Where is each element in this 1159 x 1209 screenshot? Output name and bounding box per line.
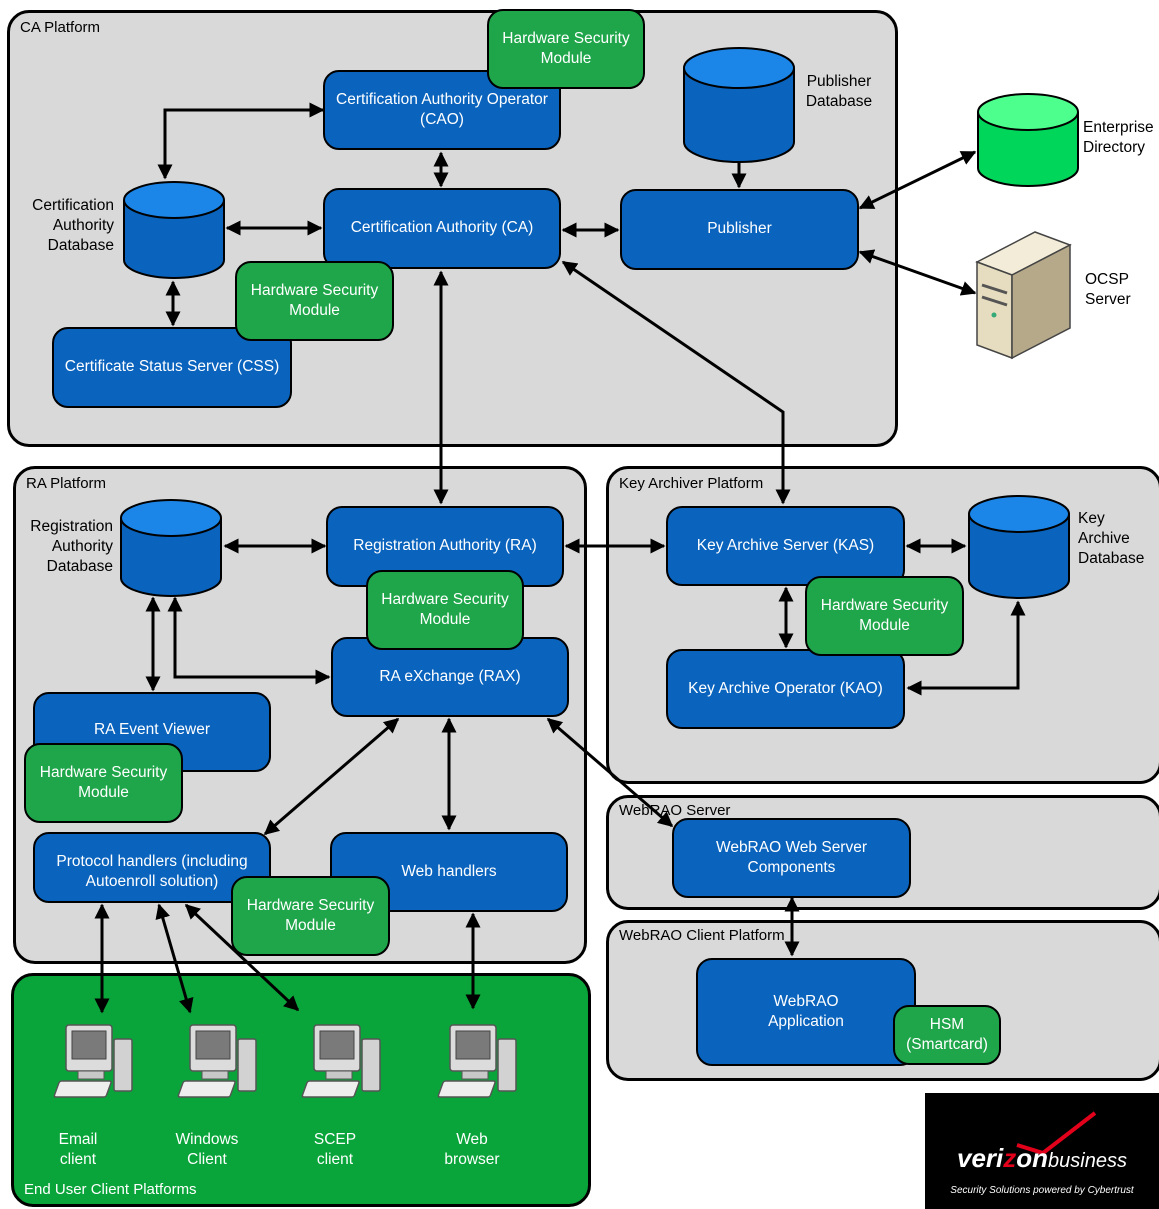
verizon-business-logo: verizonbusiness Security Solutions power…: [925, 1093, 1159, 1209]
ra-node-label: Registration Authority (RA): [353, 537, 537, 555]
protocol-handlers-label: Protocol handlers (including Autoenroll …: [56, 853, 248, 891]
ra-database-icon: [120, 499, 222, 597]
logo-brand-z: z: [1003, 1143, 1017, 1173]
ca-platform-label: CA Platform: [20, 19, 101, 36]
enterprise-directory-label: Enterprise Directory: [1083, 119, 1154, 157]
email-client-label: Email client: [58, 1131, 98, 1169]
ca-database-icon: [123, 181, 225, 279]
ca-hsm-label: Hardware Security Module: [250, 281, 379, 319]
handlers-hsm-label: Hardware Security Module: [246, 896, 375, 934]
ra-hsm-label: Hardware Security Module: [381, 590, 509, 628]
windows-client-pc-icon: [177, 1024, 257, 1098]
event-viewer-hsm-label: Hardware Security Module: [39, 763, 168, 801]
logo-wordmark: verizonbusiness: [925, 1143, 1159, 1174]
kas-node-label: Key Archive Server (KAS): [696, 536, 875, 554]
web-handlers-label: Web handlers: [401, 862, 497, 880]
publisher-database-label: Publisher Database: [805, 73, 873, 111]
edge-rax-webrao: [546, 717, 674, 828]
scep-client-label: SCEP client: [313, 1131, 357, 1169]
logo-brand-business: business: [1048, 1150, 1127, 1172]
edge-protocol-windows: [155, 903, 194, 1014]
windows-client-label: Windows Client: [175, 1131, 239, 1169]
kas-node: Key Archive Server (KAS): [666, 506, 905, 586]
key-archive-database-icon: [968, 495, 1070, 599]
ca-node-label: Certification Authority (CA): [350, 219, 534, 237]
cao-hsm-label: Hardware Security Module: [502, 29, 630, 67]
ra-platform-label: RA Platform: [26, 475, 107, 492]
ca-hsm-node: Hardware Security Module: [235, 261, 394, 341]
edge-rax-protocol: [263, 717, 400, 836]
edge-publisher-ocsp: [858, 249, 977, 296]
key-archive-database-label: Key Archive Database: [1078, 510, 1145, 568]
cao-node-label: Certification Authority Operator (CAO): [336, 90, 548, 128]
webrao-client-label: WebRAO Client Platform: [619, 927, 785, 944]
edge-cao-cadb: [157, 102, 325, 180]
email-client-pc-icon: [53, 1024, 133, 1098]
smartcard-hsm-label: HSM (Smartcard): [906, 1015, 988, 1053]
webrao-application-label: WebRAO Application: [768, 993, 844, 1031]
edge-radb-rax: [167, 596, 331, 685]
edge-publisher-dir: [858, 150, 977, 210]
publisher-node-label: Publisher: [707, 220, 772, 238]
logo-brand-suffix: on: [1016, 1143, 1049, 1173]
ocsp-server-icon: [975, 231, 1072, 360]
cao-hsm-node: Hardware Security Module: [487, 9, 645, 89]
smartcard-hsm-node: HSM (Smartcard): [893, 1005, 1001, 1065]
logo-brand-prefix: veri: [957, 1143, 1004, 1173]
edge-protocol-scep: [184, 903, 300, 1012]
scep-client-pc-icon: [301, 1024, 381, 1098]
publisher-node: Publisher: [620, 189, 859, 270]
ka-hsm-label: Hardware Security Module: [820, 596, 949, 634]
web-browser-pc-icon: [437, 1024, 517, 1098]
css-node-label: Certificate Status Server (CSS): [64, 358, 280, 376]
logo-check-icon: [1016, 1111, 1097, 1156]
ocsp-server-label: OCSP Server: [1085, 271, 1131, 309]
webrao-web-server-node: WebRAO Web Server Components: [672, 818, 911, 898]
ka-hsm-node: Hardware Security Module: [805, 576, 964, 656]
kao-node: Key Archive Operator (KAO): [666, 649, 905, 729]
ca-database-label: Certification Authority Database: [32, 197, 114, 255]
logo-tagline: Security Solutions powered by Cybertrust: [950, 1185, 1134, 1196]
kao-node-label: Key Archive Operator (KAO): [688, 679, 883, 697]
web-browser-label: Web browser: [444, 1131, 500, 1169]
handlers-hsm-node: Hardware Security Module: [231, 876, 390, 956]
ra-hsm-node: Hardware Security Module: [366, 570, 524, 650]
edge-ca-kas: [561, 260, 791, 505]
ca-node: Certification Authority (CA): [323, 188, 561, 269]
ra-database-label: Registration Authority Database: [30, 518, 113, 576]
rax-node: RA eXchange (RAX): [331, 637, 569, 717]
webrao-web-server-label: WebRAO Web Server Components: [715, 838, 868, 876]
enterprise-directory-icon: [977, 93, 1079, 187]
web-handlers-node: Web handlers: [330, 832, 568, 912]
edge-kadb-kao: [906, 600, 1026, 696]
ra-event-viewer-label: RA Event Viewer: [93, 721, 211, 738]
css-node: Certificate Status Server (CSS): [52, 327, 292, 408]
event-viewer-hsm-node: Hardware Security Module: [24, 743, 183, 823]
rax-node-label: RA eXchange (RAX): [379, 667, 521, 685]
publisher-database-icon: [683, 47, 795, 163]
webrao-application-node: WebRAO Application: [696, 958, 916, 1066]
end-user-platform-label: End User Client Platforms: [24, 1181, 197, 1198]
